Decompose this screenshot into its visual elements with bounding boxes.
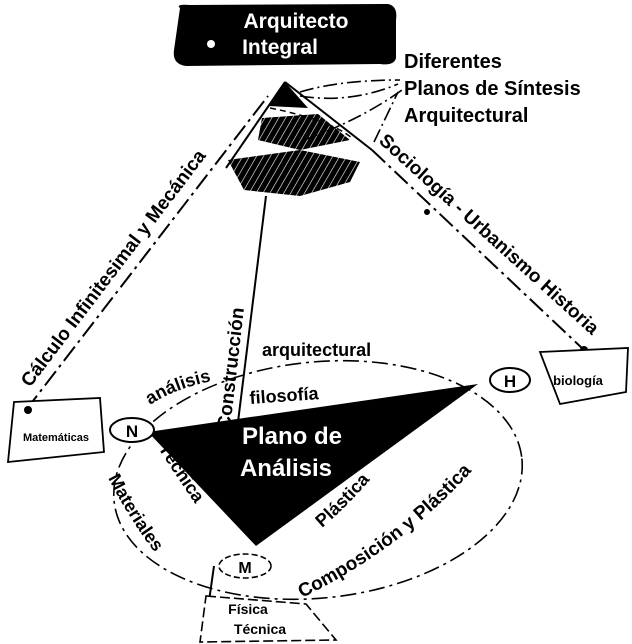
synthesis-line-1: Diferentes: [404, 51, 502, 73]
synthesis-line-3: Arquitectural: [404, 105, 528, 127]
left-edge-line: [25, 95, 269, 411]
node-fisica: Física Técnica: [199, 595, 338, 643]
arc-label-analisis: análisis: [142, 366, 213, 409]
svg-text:H: H: [504, 372, 516, 391]
right-edge-label: Sociología - Urbanismo Historia: [375, 130, 603, 339]
synthesis-leaders: [299, 79, 403, 143]
synthesis-line-2: Planos de Síntesis: [404, 78, 581, 100]
arc-label-materiales: Materiales: [104, 471, 167, 555]
title-box: Arquitecto Integral: [173, 4, 397, 66]
svg-text:M: M: [238, 560, 251, 577]
vertex-mark-left: N: [109, 417, 155, 443]
analysis-plane: [148, 384, 478, 546]
plane-label-line-1: Plano de: [242, 423, 342, 450]
node-biologia: biología: [538, 347, 629, 406]
right-edge-line: [371, 149, 585, 351]
title-line-1: Arquitecto: [244, 10, 349, 33]
synthesis-pyramid: [225, 81, 373, 196]
synthesis-label: Diferentes Planos de Síntesis Arquitectu…: [404, 51, 581, 127]
title-line-2: Integral: [242, 36, 318, 59]
svg-text:Física: Física: [228, 601, 268, 617]
arc-label-arquitectural: arquitectural: [262, 340, 371, 360]
analysis-ring: [112, 359, 524, 601]
svg-text:biología: biología: [553, 373, 604, 388]
svg-text:Matemáticas: Matemáticas: [23, 432, 89, 444]
plane-label-line-2: Análisis: [240, 455, 332, 482]
svg-text:Técnica: Técnica: [234, 621, 286, 637]
vertex-mark-bottom: M: [218, 553, 272, 579]
svg-text:N: N: [126, 422, 138, 441]
right-edge-dot: [424, 209, 430, 215]
arc-label-filosofia: filosofía: [249, 383, 320, 408]
left-edge-label: Cálculo Infinitesimal y Mecánica: [17, 146, 210, 391]
bullet-icon: [207, 40, 215, 48]
node-matematicas: Matemáticas: [6, 397, 105, 464]
center-edge-line: [237, 195, 267, 423]
vertex-mark-right: H: [489, 367, 531, 393]
